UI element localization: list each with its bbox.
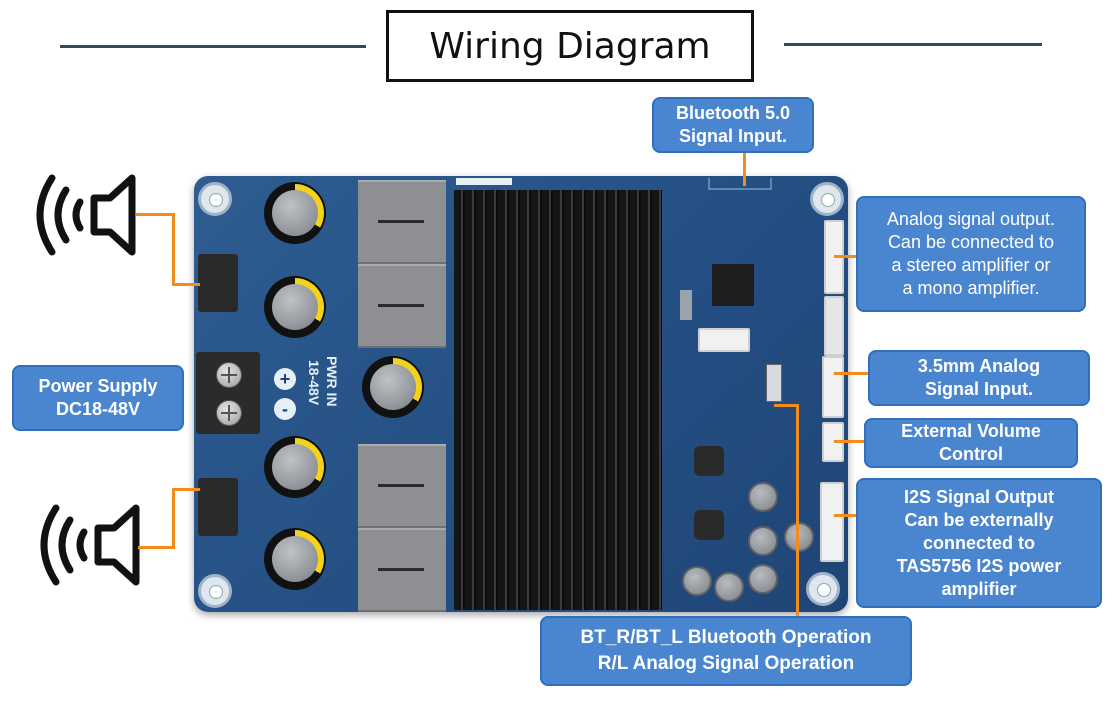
- leader-speaker-top-h: [136, 213, 174, 216]
- callout-analog-output-line1: Analog signal output.: [886, 209, 1056, 229]
- power-screw-plus: [216, 362, 242, 388]
- callout-analog-input-line2: Signal Input.: [925, 379, 1033, 399]
- callout-i2s-line2: Can be externally: [904, 509, 1054, 530]
- speaker-terminal-top: [198, 254, 238, 312]
- voltage-label: 18-48V: [306, 360, 322, 406]
- mount-hole-bottom-right: [806, 572, 840, 606]
- callout-bt-switch-line1: BT_R/BT_L Bluetooth Operation: [580, 627, 872, 648]
- small-capacitor-2: [748, 526, 778, 556]
- capacitor-4: [264, 436, 326, 498]
- heatsink: [454, 190, 662, 610]
- leader-speaker-bottom-h: [138, 546, 174, 549]
- mount-hole-bottom-left: [198, 574, 232, 608]
- power-inductor-1: [694, 446, 724, 476]
- callout-power-line1: Power Supply: [38, 376, 158, 396]
- header-connector: [698, 328, 750, 352]
- plus-sign: +: [274, 368, 296, 390]
- crystal: [680, 290, 692, 320]
- leader-speaker-top-h2: [172, 283, 200, 286]
- small-capacitor-1: [748, 482, 778, 512]
- small-capacitor-6: [784, 522, 814, 552]
- analog-input-connector: [822, 356, 844, 418]
- title-box: Wiring Diagram: [386, 10, 754, 82]
- leader-switch-h: [774, 404, 798, 407]
- callout-analog-output-line2: Can be connected to: [887, 232, 1055, 252]
- small-capacitor-5: [714, 572, 744, 602]
- callout-bluetooth-line2: Signal Input.: [679, 126, 787, 146]
- callout-analog-input: 3.5mm Analog Signal Input.: [868, 350, 1090, 406]
- mode-switch: [766, 364, 782, 402]
- callout-volume-control: External Volume Control: [864, 418, 1078, 468]
- callout-power-line2: DC18-48V: [55, 399, 141, 419]
- bluetooth-chip: [712, 264, 754, 306]
- callout-analog-output-line4: a mono amplifier.: [902, 278, 1040, 298]
- callout-i2s-line1: I2S Signal Output: [903, 486, 1054, 507]
- power-inductor-2: [694, 510, 724, 540]
- callout-bluetooth-input: Bluetooth 5.0 Signal Input.: [652, 97, 814, 153]
- extra-connector: [824, 296, 844, 356]
- power-screw-minus: [216, 400, 242, 426]
- capacitor-1: [264, 182, 326, 244]
- power-terminal: [196, 352, 260, 434]
- mount-hole-top-right: [810, 182, 844, 216]
- leader-analog-input: [834, 372, 870, 375]
- leader-bluetooth: [743, 150, 746, 186]
- mount-hole-top-left: [198, 182, 232, 216]
- title-rule-right: [784, 43, 1042, 46]
- speaker-icon-top: [36, 174, 136, 256]
- leader-analog-output: [834, 255, 858, 258]
- callout-volume-line1: External Volume: [901, 421, 1041, 441]
- leader-speaker-bottom-v: [172, 488, 175, 549]
- callout-analog-output-line3: a stereo amplifier or: [891, 255, 1051, 275]
- leader-switch-v: [796, 404, 799, 618]
- inductor-1: [358, 180, 446, 264]
- title-rule-left: [60, 45, 366, 48]
- speaker-icon-bottom: [40, 504, 140, 586]
- callout-i2s-line4: TAS5756 I2S power: [896, 555, 1062, 576]
- leader-speaker-bottom-h2: [172, 488, 200, 491]
- callout-i2s-line5: amplifier: [941, 578, 1017, 599]
- antenna-trace: [708, 178, 772, 190]
- capacitor-5: [264, 528, 326, 590]
- leader-speaker-top-v: [172, 213, 175, 285]
- inductor-3: [358, 444, 446, 528]
- inductor-4: [358, 528, 446, 612]
- callout-analog-input-line1: 3.5mm Analog: [917, 356, 1041, 376]
- leader-i2s: [834, 514, 860, 517]
- callout-i2s-line3: connected to: [922, 532, 1035, 553]
- small-capacitor-3: [748, 564, 778, 594]
- callout-volume-line2: Control: [939, 444, 1003, 464]
- capacitor-2: [264, 276, 326, 338]
- callout-power-supply: Power Supply DC18-48V: [12, 365, 184, 431]
- small-capacitor-4: [682, 566, 712, 596]
- capacitor-3: [362, 356, 424, 418]
- speaker-terminal-bottom: [198, 478, 238, 536]
- callout-analog-output: Analog signal output. Can be connected t…: [856, 196, 1086, 312]
- callout-bluetooth-line1: Bluetooth 5.0: [675, 103, 790, 123]
- top-label-strip: [456, 178, 512, 185]
- leader-volume: [834, 440, 866, 443]
- callout-bt-switch-line2: R/L Analog Signal Operation: [597, 653, 855, 674]
- i2s-connector: [820, 482, 844, 562]
- minus-sign: -: [274, 398, 296, 420]
- amplifier-board: + - PWR IN 18-48V: [194, 176, 848, 612]
- page-title: Wiring Diagram: [429, 25, 711, 67]
- inductor-2: [358, 264, 446, 348]
- callout-i2s-output: I2S Signal Output Can be externally conn…: [856, 478, 1102, 608]
- callout-bt-switch: BT_R/BT_L Bluetooth Operation R/L Analog…: [540, 616, 912, 686]
- pwr-in-label: PWR IN: [324, 356, 340, 407]
